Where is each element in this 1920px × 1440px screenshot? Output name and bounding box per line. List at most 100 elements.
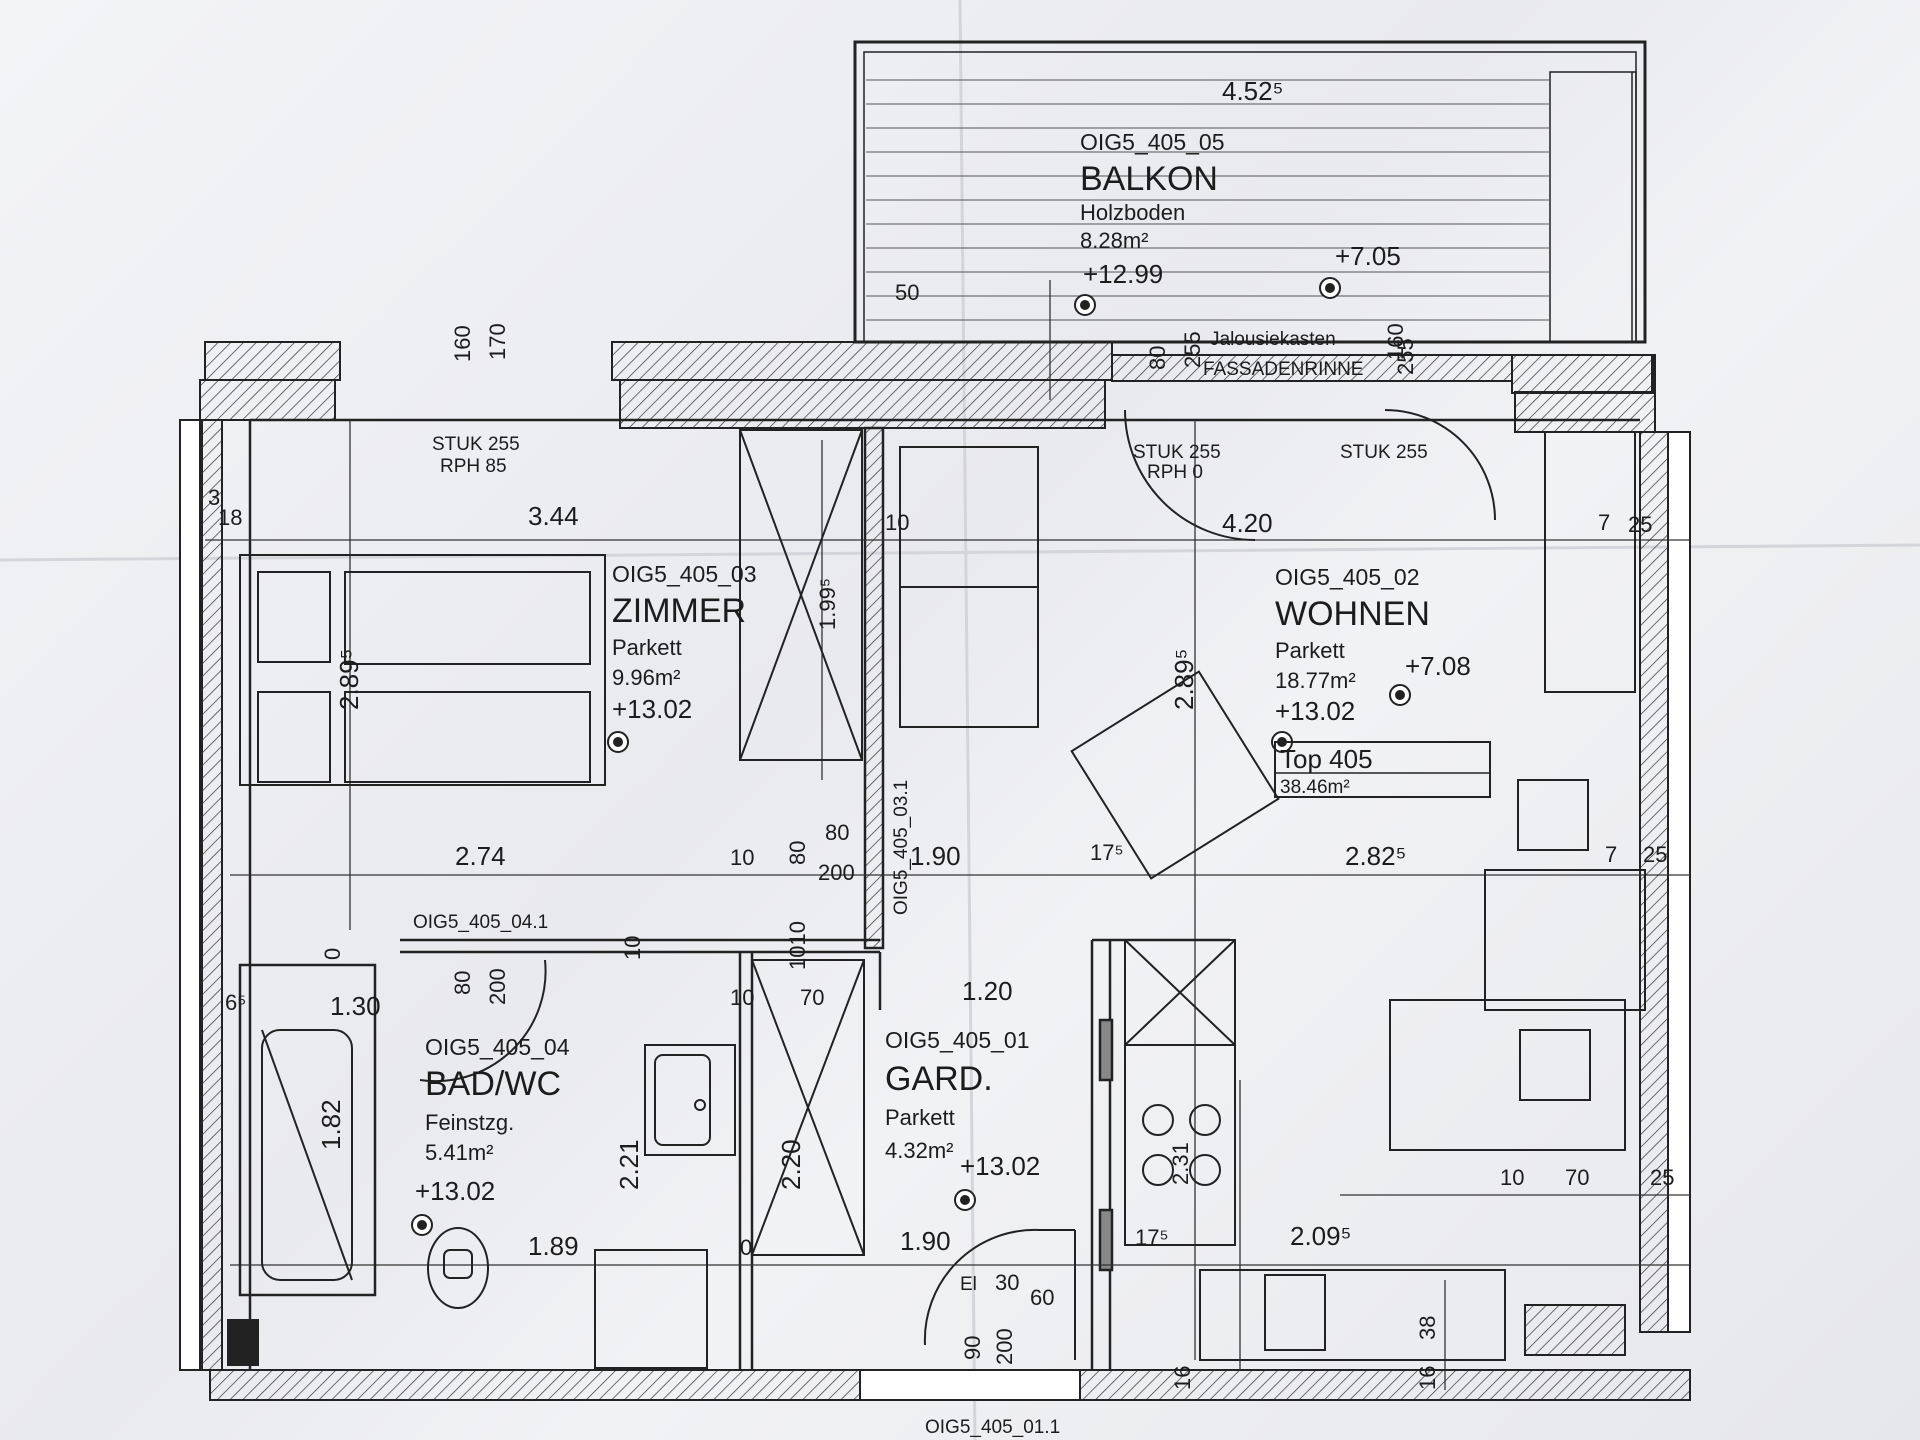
dimension-label: 1.99⁵: [815, 578, 840, 630]
dimension-label: 2.82⁵: [1345, 841, 1406, 871]
dimension-label: 10: [730, 845, 754, 870]
dimension-label: 1.82: [316, 1099, 346, 1150]
dimension-lines: [205, 280, 1690, 1390]
dimension-label: 4.20: [1222, 508, 1273, 538]
balkon-code: OIG5_405_05: [1080, 129, 1225, 155]
dimension-label: 18: [218, 505, 242, 530]
dimension-label: 25: [1643, 842, 1667, 867]
dimension-label: 25: [1628, 512, 1652, 537]
wohnen-area: 18.77m²: [1275, 668, 1356, 693]
dimension-label: 3.44: [528, 501, 579, 531]
zimmer-code: OIG5_405_03: [612, 561, 757, 587]
dimension-label: 2.21: [614, 1139, 644, 1190]
dimension-label: 200: [485, 968, 510, 1005]
dimension-label: 170: [485, 323, 510, 360]
dimension-label: 17⁵: [1090, 840, 1124, 865]
dimension-label: 4.52⁵: [1222, 76, 1283, 106]
balkon-level-2: +7.05: [1335, 241, 1401, 271]
dimension-label: 0: [740, 1235, 752, 1260]
dimension-label: 80: [825, 820, 849, 845]
dimension-label: 1.90: [900, 1226, 951, 1256]
balkon-name: BALKON: [1080, 160, 1218, 198]
door-bad-code: OIG5_405_04.1: [413, 912, 548, 933]
dimension-label: 25: [1650, 1165, 1674, 1190]
dimension-label: 30: [995, 1270, 1019, 1295]
dimension-label: 10: [730, 985, 754, 1010]
dimension-label: 2.20: [776, 1139, 806, 1190]
door-swings: [419, 409, 1496, 1360]
bad-name: BAD/WC: [425, 1065, 561, 1103]
dimension-label: 160: [1383, 323, 1408, 360]
dimension-label: 10: [1500, 1165, 1524, 1190]
unit-area: 38.46m²: [1280, 777, 1350, 798]
dimension-label: 70: [800, 985, 824, 1010]
dimension-label: 16: [1170, 1366, 1195, 1390]
level-markers: [411, 277, 1411, 1236]
dimension-label: 2.74: [455, 841, 506, 871]
dimension-label: 80: [1145, 346, 1170, 370]
dimension-label: 160: [450, 325, 475, 362]
zimmer-floor: Parkett: [612, 635, 682, 660]
dimension-values: 4.52⁵ 50 160 170 80 255 160 255 3 18 3.4…: [208, 76, 1674, 1390]
bad-code: OIG5_405_04: [425, 1034, 570, 1060]
bad-floor: Feinstzg.: [425, 1110, 514, 1135]
dimension-label: 255: [1180, 331, 1205, 368]
dimension-label: 1.90: [910, 841, 961, 871]
dimension-label: 255: [1393, 338, 1418, 375]
wohnen-name: WOHNEN: [1275, 595, 1430, 633]
dimension-label: 2.89⁵: [334, 649, 364, 710]
dimension-label: 16: [1415, 1366, 1440, 1390]
balkon-area: 8.28m²: [1080, 228, 1148, 253]
dimension-label: 50: [895, 280, 919, 305]
unit-label-box: [1274, 741, 1491, 798]
wohnen-level-2: +7.08: [1405, 651, 1471, 681]
dimension-label: 1.89: [528, 1231, 579, 1261]
furniture: [227, 429, 1646, 1369]
zimmer-name: ZIMMER: [612, 592, 746, 630]
dimension-label: 200: [992, 1328, 1017, 1365]
bad-area: 5.41m²: [425, 1140, 493, 1165]
dimension-label: 70: [1565, 1165, 1589, 1190]
dimension-label: 3: [208, 485, 220, 510]
balcony-decking: [866, 79, 1550, 321]
door-gard-code: OIG5_405_03.1: [891, 780, 912, 915]
dimension-label: 6⁵: [225, 990, 246, 1015]
dimension-label: 60: [1030, 1285, 1054, 1310]
fassadenrinne-label: FASSADENRINNE: [1203, 359, 1363, 380]
wohnen-level: +13.02: [1275, 696, 1355, 726]
unit-name: Top 405: [1280, 744, 1373, 774]
interior-walls: [248, 418, 1640, 1370]
dimension-label: 2.09⁵: [1290, 1221, 1351, 1251]
balkon-level: +12.99: [1083, 259, 1163, 289]
gard-name: GARD.: [885, 1060, 993, 1098]
bad-level: +13.02: [415, 1176, 495, 1206]
balcony-structure: [853, 40, 1647, 344]
dimension-label: 1.20: [962, 976, 1013, 1006]
wohnen-floor: Parkett: [1275, 638, 1345, 663]
rph-label-2: RPH 0: [1147, 462, 1203, 483]
gard-floor: Parkett: [885, 1105, 955, 1130]
dimension-label: 200: [818, 860, 855, 885]
dimension-label: 2.89⁵: [1169, 649, 1199, 710]
door-entry-code: OIG5_405_01.1: [925, 1417, 1060, 1438]
stuk-label-1: STUK 255: [432, 434, 520, 455]
dimension-label: 0: [320, 948, 345, 960]
dimension-label: 7: [1605, 842, 1617, 867]
gard-level: +13.02: [960, 1151, 1040, 1181]
dimension-label: 10: [885, 510, 909, 535]
balkon-floor: Holzboden: [1080, 200, 1185, 225]
stuk-label-3: STUK 255: [1340, 442, 1428, 463]
dimension-label: 7: [1598, 510, 1610, 535]
dimension-label: 1.30: [330, 991, 381, 1021]
dimension-label: 1010: [785, 921, 810, 970]
dimension-label: 10: [620, 936, 645, 960]
dimension-label: 90: [960, 1336, 985, 1360]
stuk-label-2: STUK 255: [1133, 442, 1221, 463]
zimmer-area: 9.96m²: [612, 665, 680, 690]
dimension-label: 17⁵: [1135, 1225, 1169, 1250]
dimension-label: 80: [450, 971, 475, 995]
gard-area: 4.32m²: [885, 1138, 953, 1163]
gard-code: OIG5_405_01: [885, 1027, 1030, 1053]
